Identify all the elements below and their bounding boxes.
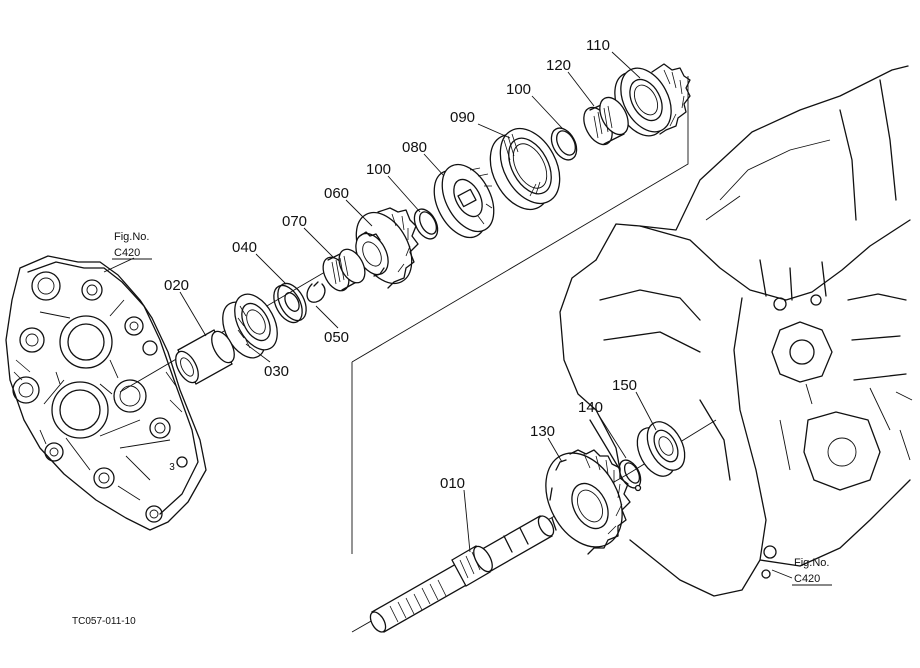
label-130: 130 <box>530 423 555 440</box>
label-020: 020 <box>164 277 189 294</box>
transmission-case <box>559 65 913 597</box>
part-010-shaft <box>369 515 555 633</box>
label-080: 080 <box>402 139 427 156</box>
label-100-lower: 100 <box>366 161 391 178</box>
part-130-gear <box>545 449 631 555</box>
part-040-washer <box>273 282 307 324</box>
part-020-collar <box>175 329 235 385</box>
label-060: 060 <box>324 185 349 202</box>
part-140-snap-ring <box>618 459 642 492</box>
label-140: 140 <box>578 399 603 416</box>
label-090: 090 <box>450 109 475 126</box>
label-010: 010 <box>440 475 465 492</box>
label-120: 120 <box>546 57 571 74</box>
figref-left-code: C420 <box>114 247 140 259</box>
label-110: 110 <box>586 37 610 54</box>
part-030-ball-bearing <box>222 293 278 359</box>
label-150: 150 <box>612 377 637 394</box>
label-070: 070 <box>282 213 307 230</box>
figref-left-title: Fig.No. <box>114 231 149 243</box>
part-060-gear <box>355 207 419 289</box>
label-100-upper: 100 <box>506 81 531 98</box>
part-150-ball-bearing <box>636 421 686 477</box>
gear-case-cover: 3 <box>5 255 207 531</box>
svg-text:3: 3 <box>169 462 175 473</box>
figure-ref-left: Fig.No. C420 <box>112 231 152 260</box>
part-080-synchronizer-hub <box>433 163 495 239</box>
figure-ref-right: Fig.No. C420 <box>792 557 832 586</box>
part-labels: 110 120 100 090 080 100 060 070 040 050 … <box>164 37 637 492</box>
figref-right-title: Fig.No. <box>794 557 829 569</box>
part-100-snap-ring-upper <box>550 127 578 161</box>
part-120-needle-bearing <box>583 96 629 146</box>
drawing-code: TC057-011-10 <box>72 616 136 627</box>
leader-lines <box>103 51 793 579</box>
label-040: 040 <box>232 239 257 256</box>
figref-right-code: C420 <box>794 573 820 585</box>
part-050-circlip <box>306 281 326 303</box>
label-030: 030 <box>264 363 289 380</box>
part-070-needle-bearing <box>322 248 366 292</box>
part-090-shift-sleeve <box>489 127 561 211</box>
label-050: 050 <box>324 329 349 346</box>
